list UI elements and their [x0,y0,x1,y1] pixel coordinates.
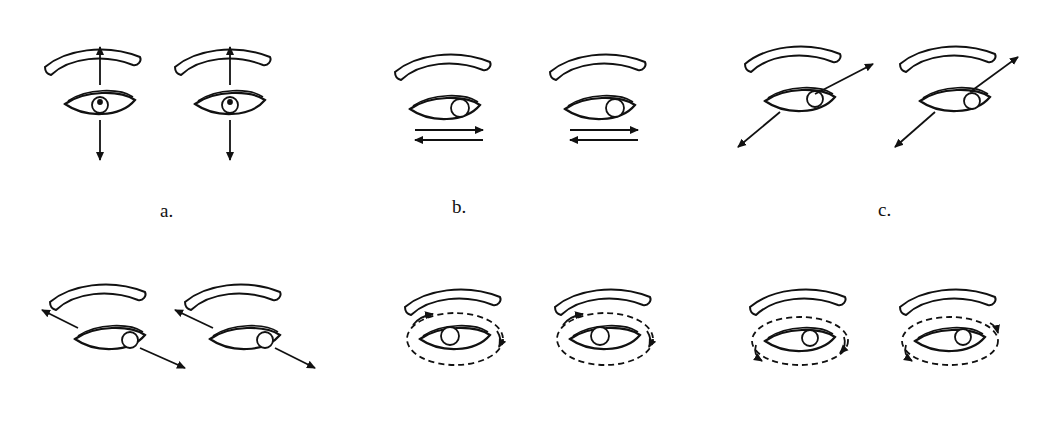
panel-label: c. [878,199,891,221]
panel-label: b. [452,196,466,218]
panel-label: a. [160,200,173,222]
